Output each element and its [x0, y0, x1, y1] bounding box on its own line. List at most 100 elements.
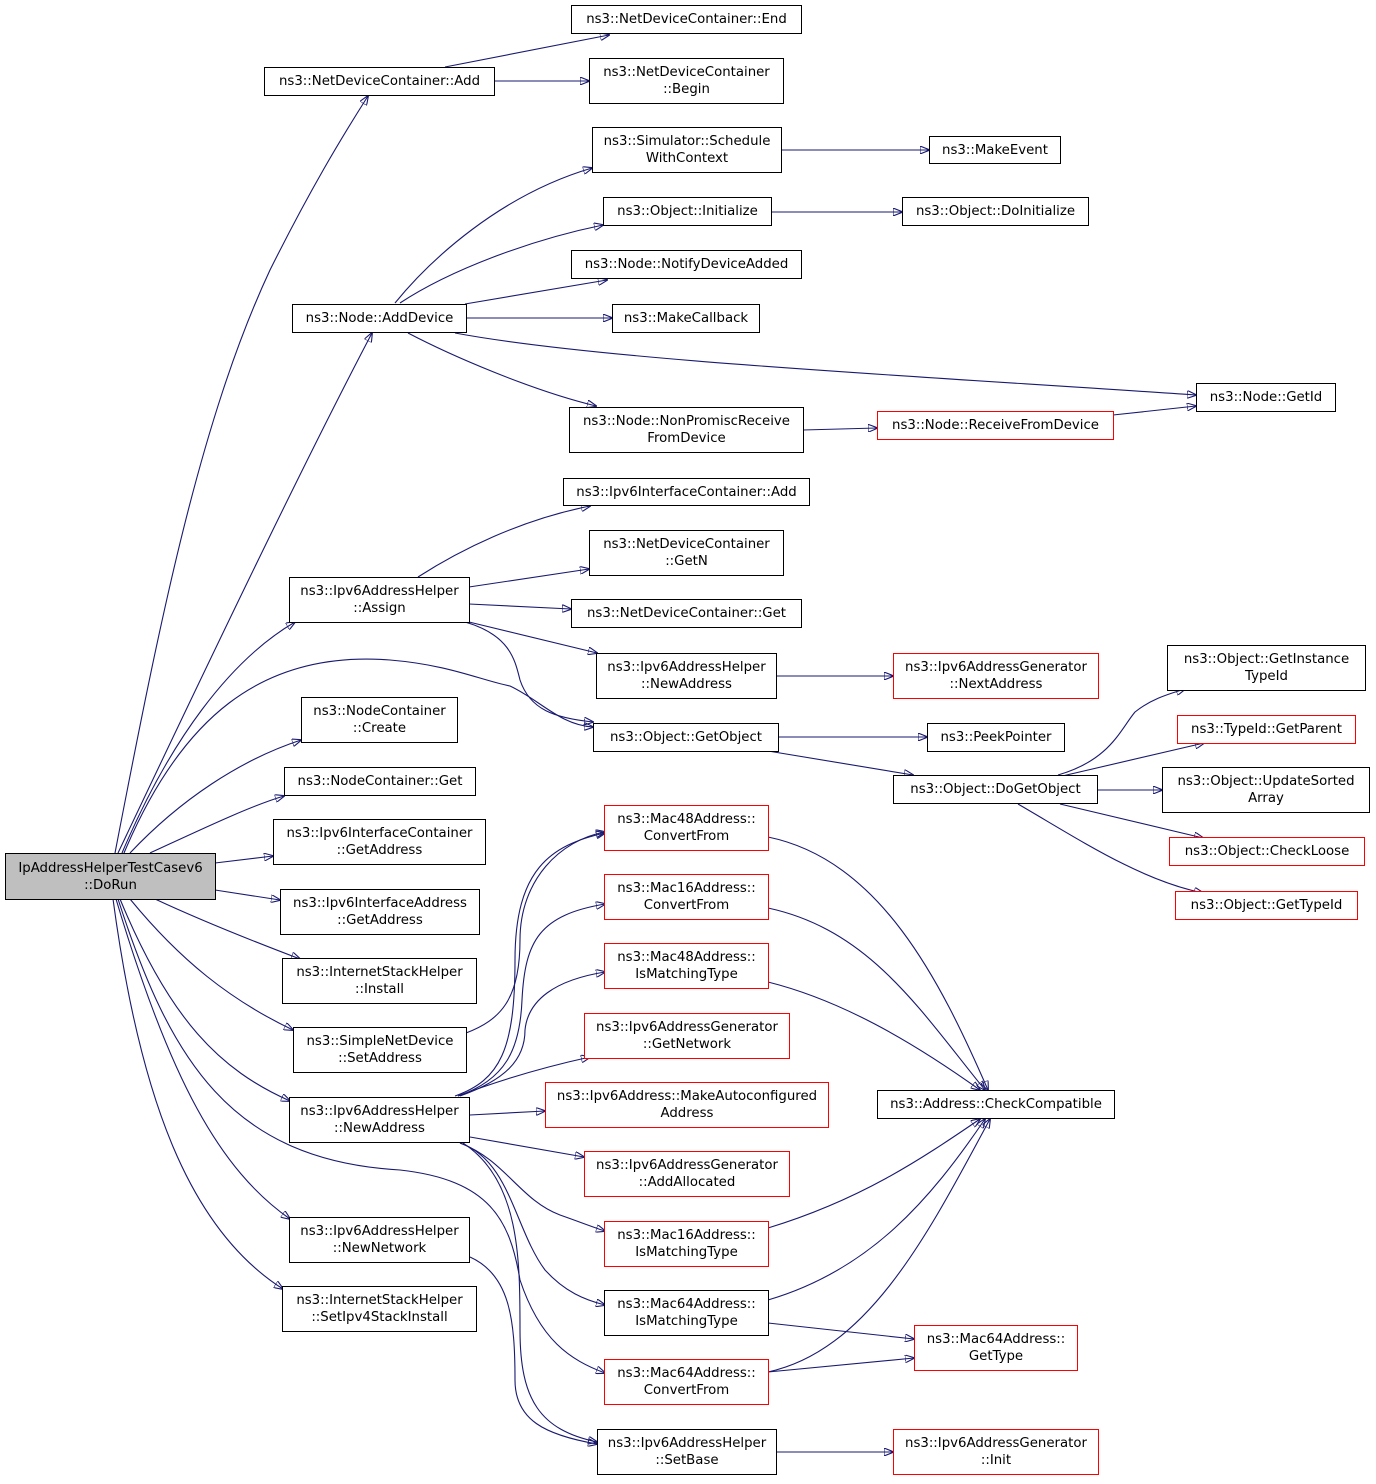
node-ipv6addressgenerator-nextaddress[interactable]: ns3::Ipv6AddressGenerator ::NextAddress: [893, 653, 1099, 699]
node-simulator-schedule[interactable]: ns3::Simulator::Schedule WithContext: [592, 127, 782, 173]
edge-getobject-dogetobject: [767, 750, 913, 775]
edge-assign-getobject: [464, 621, 593, 722]
node-ipv6addressgenerator-init[interactable]: ns3::Ipv6AddressGenerator ::Init: [893, 1429, 1099, 1475]
edge-newaddr-setbase: [462, 1142, 597, 1442]
edge-root-ndc-add: [114, 96, 368, 854]
edge-root-node-adddevice: [117, 333, 372, 854]
edge-dogetobject-checkloose: [1059, 803, 1203, 838]
node-object-updatesortedarray[interactable]: ns3::Object::UpdateSorted Array: [1162, 767, 1370, 813]
node-internetstackhelper-setipv4stackinstall[interactable]: ns3::InternetStackHelper ::SetIpv4StackI…: [282, 1286, 477, 1332]
edge-newaddr-addalloc: [469, 1136, 584, 1157]
edge-newaddr-makeauto: [469, 1111, 545, 1116]
edge-dogetobject-getparent: [1057, 743, 1204, 778]
node-ipv6address-makeautoconfigured[interactable]: ns3::Ipv6Address::MakeAutoconfigured Add…: [545, 1082, 829, 1128]
edge-assign-ndcget: [468, 603, 571, 609]
node-mac64address-ismatchingtype[interactable]: ns3::Mac64Address:: IsMatchingType: [604, 1290, 769, 1336]
edge-root-ish-install: [154, 898, 300, 959]
edge-assign-getn: [468, 569, 589, 588]
edge-mac64convert-check: [767, 1119, 990, 1373]
node-peekpointer[interactable]: ns3::PeekPointer: [927, 723, 1065, 752]
edge-root-ipv6ah-newaddr: [119, 898, 290, 1101]
node-mac48address-ismatchingtype[interactable]: ns3::Mac48Address:: IsMatchingType: [604, 943, 769, 989]
edge-assign-newaddr: [468, 621, 597, 653]
node-netdevicecontainer-get[interactable]: ns3::NetDeviceContainer::Get: [571, 599, 802, 628]
edge-adddevice-nonpromisc: [407, 332, 596, 406]
edge-root-ipv6ah-newnetwork: [115, 898, 290, 1219]
node-object-getinstancetypeid[interactable]: ns3::Object::GetInstance TypeId: [1167, 645, 1366, 691]
edge-newaddr-mac48convert: [454, 833, 605, 1097]
node-object-dogetobject[interactable]: ns3::Object::DoGetObject: [893, 775, 1098, 804]
node-typeid-getparent[interactable]: ns3::TypeId::GetParent: [1177, 715, 1356, 744]
node-address-checkcompatible[interactable]: ns3::Address::CheckCompatible: [877, 1090, 1115, 1119]
edge-mac48convert-check: [767, 836, 988, 1090]
node-ipv6interfacecontainer-getaddress[interactable]: ns3::Ipv6InterfaceContainer ::GetAddress: [273, 819, 486, 865]
edge-root-mac64-convert: [117, 898, 605, 1373]
edge-root-ipv6ic-getaddr: [214, 856, 273, 864]
edge-mac16convert-check: [767, 907, 985, 1090]
edge-newaddr-mac16convert: [457, 904, 605, 1097]
edge-mac64matching-check: [767, 1119, 985, 1301]
node-node-adddevice[interactable]: ns3::Node::AddDevice: [292, 304, 467, 333]
edge-newaddr-getnetwork: [457, 1057, 590, 1097]
node-mac16address-convertfrom[interactable]: ns3::Mac16Address:: ConvertFrom: [604, 874, 769, 920]
node-object-initialize[interactable]: ns3::Object::Initialize: [603, 197, 772, 226]
node-node-receivefromdevice[interactable]: ns3::Node::ReceiveFromDevice: [877, 411, 1114, 440]
edge-dogetobject-getinstance: [1057, 689, 1185, 776]
node-ipv6addressgenerator-getnetwork[interactable]: ns3::Ipv6AddressGenerator ::GetNetwork: [584, 1013, 790, 1059]
node-netdevicecontainer-getn[interactable]: ns3::NetDeviceContainer ::GetN: [589, 530, 784, 576]
node-ipv6addresshelper-assign[interactable]: ns3::Ipv6AddressHelper ::Assign: [289, 577, 470, 623]
edge-root-snd-setaddr: [129, 898, 293, 1030]
node-nodecontainer-create[interactable]: ns3::NodeContainer ::Create: [301, 697, 458, 743]
node-object-gettypeid[interactable]: ns3::Object::GetTypeId: [1175, 891, 1358, 920]
edge-adddevice-schedule: [394, 168, 592, 304]
node-ipv6addresshelper-newaddress[interactable]: ns3::Ipv6AddressHelper ::NewAddress: [289, 1097, 470, 1143]
node-mac48address-convertfrom[interactable]: ns3::Mac48Address:: ConvertFrom: [604, 805, 769, 851]
node-ipv6addresshelper-newnetwork[interactable]: ns3::Ipv6AddressHelper ::NewNetwork: [289, 1217, 470, 1263]
edge-mac16matching-check: [767, 1119, 980, 1229]
edge-root-nc-create: [129, 740, 301, 854]
node-ipv6addresshelper-setbase[interactable]: ns3::Ipv6AddressHelper ::SetBase: [597, 1429, 777, 1475]
node-internetstackhelper-install[interactable]: ns3::InternetStackHelper ::Install: [282, 958, 477, 1004]
node-netdevicecontainer-end[interactable]: ns3::NetDeviceContainer::End: [571, 5, 802, 34]
edge-newnetwork-setbase: [469, 1256, 597, 1444]
node-mac64address-convertfrom[interactable]: ns3::Mac64Address:: ConvertFrom: [604, 1359, 769, 1405]
edge-root-ipv6ah-assign: [121, 622, 295, 854]
node-nodecontainer-get[interactable]: ns3::NodeContainer::Get: [284, 767, 476, 796]
edge-adddevice-getid: [454, 332, 1196, 395]
node-ipv6interfaceaddress-getaddress[interactable]: ns3::Ipv6InterfaceAddress ::GetAddress: [280, 889, 480, 935]
edge-mac48matching-check: [767, 981, 980, 1090]
node-ipv6addressgenerator-addallocated[interactable]: ns3::Ipv6AddressGenerator ::AddAllocated: [584, 1151, 790, 1197]
edge-newaddr-mac48matching: [459, 972, 605, 1097]
edge-adddevice-notify: [464, 280, 607, 305]
edge-root-obj-getobject: [123, 658, 593, 854]
edge-nonpromisc-receive: [802, 428, 877, 430]
node-node-nonpromiscreceive[interactable]: ns3::Node::NonPromiscReceive FromDevice: [569, 407, 804, 453]
edge-setaddr-mac48convert: [465, 832, 605, 1034]
node-mac64address-gettype[interactable]: ns3::Mac64Address:: GetType: [914, 1325, 1078, 1371]
edge-mac64matching-gettype: [767, 1322, 914, 1339]
node-node-getid[interactable]: ns3::Node::GetId: [1196, 383, 1336, 412]
node-node-notifydeviceadded[interactable]: ns3::Node::NotifyDeviceAdded: [571, 250, 802, 279]
node-makeevent[interactable]: ns3::MakeEvent: [929, 136, 1061, 164]
node-object-getobject[interactable]: ns3::Object::GetObject: [593, 723, 779, 752]
edge-receive-getid: [1112, 406, 1196, 416]
node-object-checkloose[interactable]: ns3::Object::CheckLoose: [1169, 837, 1365, 866]
edge-newaddr-mac16matching: [459, 1142, 605, 1231]
node-ipv6interfacecontainer-add[interactable]: ns3::Ipv6InterfaceContainer::Add: [563, 478, 810, 506]
node-object-doinitialize[interactable]: ns3::Object::DoInitialize: [902, 197, 1089, 226]
edge-adddevice-init: [399, 225, 603, 304]
edge-newaddr-mac64matching: [459, 1142, 605, 1305]
edge-mac64convert-gettype: [767, 1358, 914, 1373]
edge-assign-ipv6ic-add: [417, 506, 590, 578]
node-mac16address-ismatchingtype[interactable]: ns3::Mac16Address:: IsMatchingType: [604, 1221, 769, 1267]
edge-ndcadd-end: [444, 35, 609, 68]
node-ipv6addresshelper-newaddress-top[interactable]: ns3::Ipv6AddressHelper ::NewAddress: [596, 653, 777, 699]
node-netdevicecontainer-add[interactable]: ns3::NetDeviceContainer::Add: [264, 67, 495, 96]
node-netdevicecontainer-begin[interactable]: ns3::NetDeviceContainer ::Begin: [589, 58, 784, 104]
edge-root-ish-setipv4: [112, 898, 283, 1289]
node-root-dorun[interactable]: IpAddressHelperTestCasev6 ::DoRun: [5, 853, 216, 900]
node-makecallback[interactable]: ns3::MakeCallback: [612, 304, 760, 333]
node-simplenetdevice-setaddress[interactable]: ns3::SimpleNetDevice ::SetAddress: [293, 1027, 467, 1073]
